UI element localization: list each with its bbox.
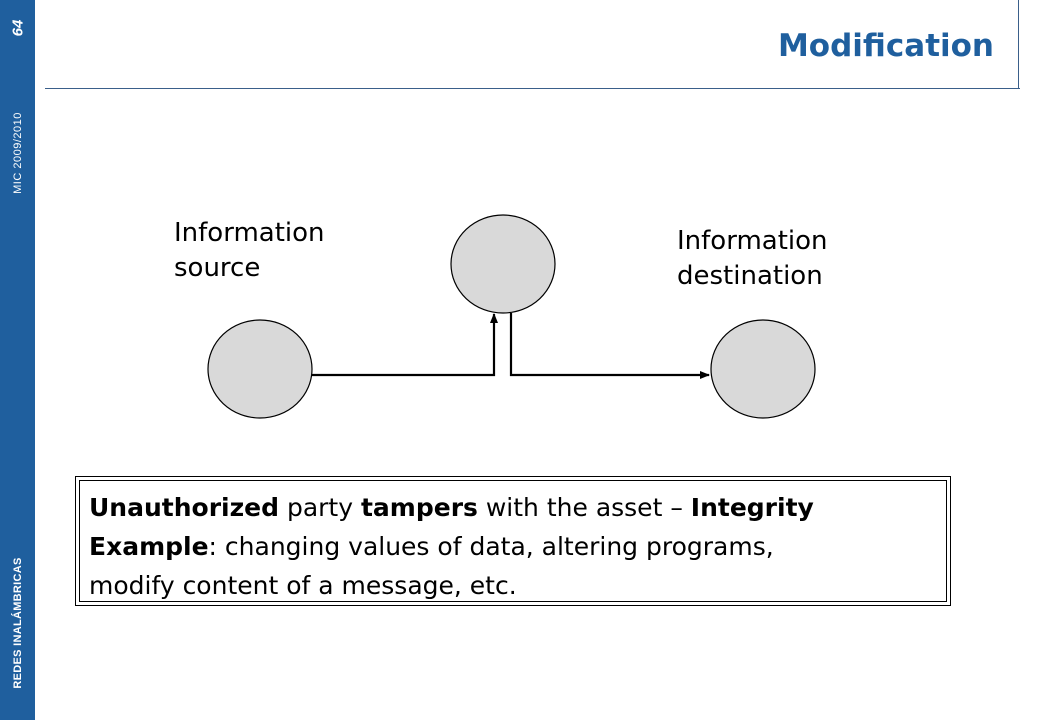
description-line-2: Example: changing values of data, alteri… — [89, 527, 939, 566]
description-box-inner-border — [79, 480, 947, 602]
source-label-line2: source — [174, 253, 261, 283]
desc-example-text: : changing values of data, altering prog… — [208, 532, 774, 561]
description-text: Unauthorized party tampers with the asse… — [89, 488, 939, 605]
description-line-1: Unauthorized party tampers with the asse… — [89, 488, 939, 527]
source-label: Information source — [174, 216, 325, 286]
interceptor-to-destination-arrow — [509, 313, 710, 379]
sidebar: 64 MIC 2009/2010 REDES INALÁMBRICAS — [0, 0, 35, 720]
source-to-interceptor-arrow — [312, 313, 498, 377]
description-box — [75, 476, 951, 606]
header-divider — [45, 88, 1020, 89]
desc-modify-content: modify content of a message, etc. — [89, 571, 517, 600]
desc-tampers: tampers — [360, 493, 478, 522]
desc-party: party — [279, 493, 361, 522]
source-node — [207, 319, 313, 419]
source-label-line1: Information — [174, 218, 325, 248]
description-line-3: modify content of a message, etc. — [89, 566, 939, 605]
slide-title: Modification — [777, 28, 994, 64]
destination-label-line1: Information — [677, 226, 828, 256]
destination-label-line2: destination — [677, 261, 823, 291]
desc-example: Example — [89, 532, 209, 561]
desc-unauthorized: Unauthorized — [89, 493, 279, 522]
desc-integrity: Integrity — [690, 493, 814, 522]
interceptor-node — [450, 214, 556, 314]
desc-with-asset: with the asset – — [477, 493, 691, 522]
destination-label: Information destination — [677, 224, 828, 294]
header-vertical-divider — [1018, 0, 1019, 89]
destination-node — [710, 319, 816, 419]
